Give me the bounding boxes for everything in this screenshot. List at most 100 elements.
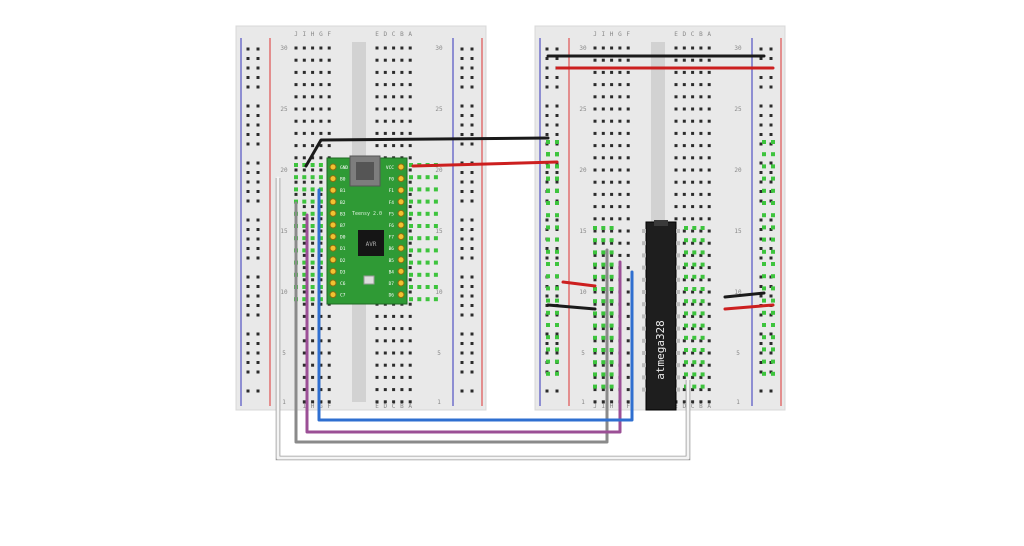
rail-hole <box>246 66 250 70</box>
terminal-hole <box>319 388 323 392</box>
terminal-hole <box>674 70 678 74</box>
terminal-hole <box>392 144 396 148</box>
connected-hole <box>302 175 307 180</box>
terminal-hole <box>610 156 614 160</box>
connected-hole <box>318 163 323 167</box>
terminal-hole <box>593 156 597 160</box>
terminal-hole <box>302 375 306 379</box>
terminal-hole <box>707 95 711 99</box>
column-letter: E <box>375 403 379 410</box>
terminal-hole <box>682 107 686 111</box>
terminal-hole <box>302 95 306 99</box>
terminal-hole <box>383 83 387 87</box>
row-number: 30 <box>734 45 742 52</box>
terminal-hole <box>626 131 630 135</box>
rail-hole <box>460 180 464 184</box>
terminal-hole <box>319 83 323 87</box>
column-letter: J <box>294 31 298 38</box>
rail-hole <box>470 370 474 374</box>
teensy-pin <box>329 233 337 241</box>
terminal-hole <box>601 131 605 135</box>
reset-button <box>363 275 375 285</box>
rail-hole <box>256 389 260 393</box>
connected-hole <box>417 248 422 253</box>
column-letter: F <box>626 31 630 38</box>
terminal-hole <box>383 339 387 343</box>
terminal-hole <box>691 278 695 282</box>
teensy-pin-label: C6 <box>340 281 346 287</box>
rail-hole <box>545 104 549 108</box>
connected-hole <box>546 225 550 230</box>
rail-hole <box>460 190 464 193</box>
rail-hole <box>470 180 474 184</box>
rail-hole <box>545 123 549 127</box>
terminal-hole <box>319 351 323 355</box>
rail-hole <box>246 85 250 89</box>
terminal-hole <box>682 180 686 184</box>
terminal-hole <box>626 375 630 379</box>
terminal-hole <box>311 290 315 294</box>
connected-hole <box>601 226 606 230</box>
terminal-hole <box>601 253 605 257</box>
terminal-hole <box>302 302 306 306</box>
terminal-hole <box>408 58 412 62</box>
rail-hole <box>769 133 773 136</box>
terminal-hole <box>601 388 605 392</box>
teensy-pin <box>329 279 337 287</box>
terminal-hole <box>618 107 622 111</box>
rail-hole <box>256 351 260 355</box>
terminal-hole <box>302 205 306 209</box>
terminal-hole <box>327 375 331 379</box>
terminal-hole <box>610 70 614 74</box>
terminal-hole <box>707 205 711 209</box>
wire-white <box>276 176 690 460</box>
connected-hole <box>546 262 550 266</box>
row-number: 1 <box>282 399 286 406</box>
terminal-hole <box>682 351 686 355</box>
rail-hole <box>769 161 773 165</box>
terminal-hole <box>375 351 379 355</box>
terminal-hole <box>294 58 298 62</box>
rail-hole <box>555 247 559 250</box>
terminal-hole <box>593 253 597 257</box>
ic-pin <box>676 351 680 355</box>
connected-hole <box>593 348 597 352</box>
rail-hole <box>769 294 773 298</box>
rail-hole <box>555 389 559 393</box>
connected-hole <box>546 298 550 303</box>
connected-hole <box>417 285 422 289</box>
row-number: 25 <box>280 106 288 113</box>
connected-hole <box>700 360 705 365</box>
connected-hole <box>425 175 430 180</box>
rail-hole <box>555 218 559 222</box>
column-letter: D <box>383 403 387 410</box>
connected-hole <box>692 226 697 230</box>
connected-hole <box>318 272 323 277</box>
connected-hole <box>433 248 438 253</box>
connected-hole <box>762 201 766 205</box>
terminal-hole <box>311 180 315 184</box>
terminal-hole <box>626 119 630 123</box>
connected-hole <box>409 163 413 167</box>
terminal-hole <box>682 290 686 294</box>
connected-hole <box>700 323 705 328</box>
terminal-hole <box>408 168 412 172</box>
column-letter: D <box>682 31 686 38</box>
rail-hole <box>555 171 559 174</box>
terminal-hole <box>626 278 630 282</box>
ic-atmega328: atmega328 <box>642 220 680 411</box>
connected-hole <box>555 310 559 315</box>
terminal-hole <box>327 351 331 355</box>
terminal-hole <box>408 375 412 379</box>
connected-hole <box>433 272 438 277</box>
terminal-hole <box>327 339 331 343</box>
rail-hole <box>759 237 763 241</box>
rail-hole <box>545 171 549 174</box>
terminal-hole <box>311 156 315 160</box>
terminal-hole <box>691 156 695 160</box>
terminal-hole <box>682 95 686 99</box>
terminal-hole <box>375 46 379 50</box>
rail-hole <box>246 313 250 317</box>
terminal-hole <box>593 205 597 209</box>
row-number: 15 <box>280 228 288 235</box>
